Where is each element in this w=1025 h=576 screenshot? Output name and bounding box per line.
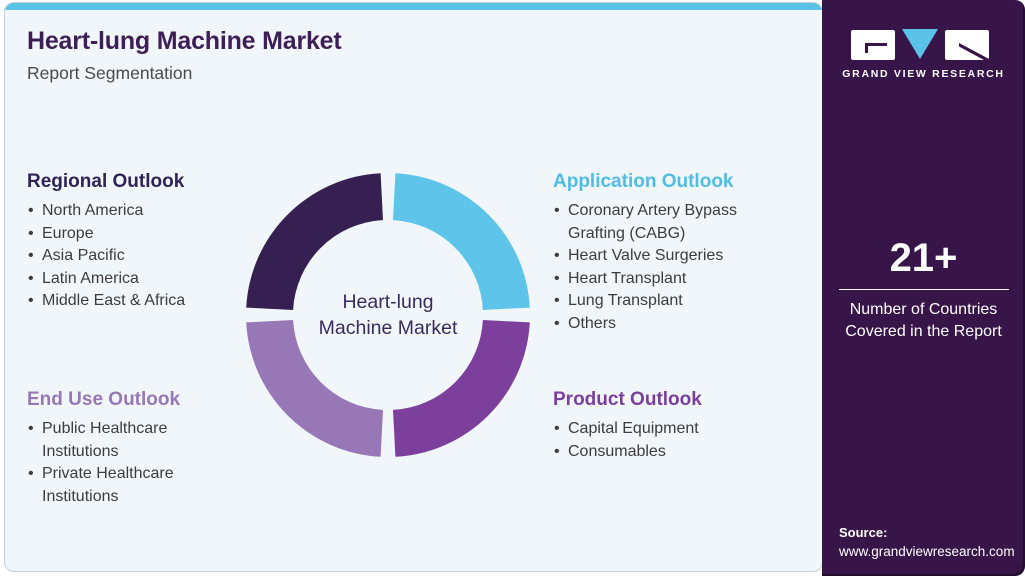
logo-r-block (944, 30, 989, 60)
product-outlook-list: Capital Equipment Consumables (553, 418, 798, 463)
stat-caption: Number of Countries Covered in the Repor… (845, 301, 1002, 340)
donut-segment-regional (246, 173, 383, 310)
brand-logo-block: GRAND VIEW RESEARCH (822, 27, 1025, 80)
source-label: Source: (839, 525, 888, 540)
sidebar: GRAND VIEW RESEARCH 21+ Number of Countr… (822, 0, 1025, 576)
stat-divider (838, 289, 1009, 290)
donut-center-label-line1: Heart-lung (342, 291, 434, 313)
countries-stat: 21+ Number of Countries Covered in the R… (822, 236, 1025, 343)
page-title: Heart-lung Machine Market (27, 27, 342, 55)
section-product-outlook: Product Outlook Capital Equipment Consum… (553, 389, 798, 463)
list-item: Public Healthcare Institutions (27, 418, 227, 463)
donut-segment-application (393, 173, 530, 310)
section-application-outlook: Application Outlook Coronary Artery Bypa… (553, 171, 798, 335)
logo-r-leg (958, 43, 991, 60)
list-item: Others (553, 313, 798, 336)
top-accent-bar (5, 3, 822, 10)
gvr-logo-icon (850, 29, 991, 60)
section-end-use-outlook: End Use Outlook Public Healthcare Instit… (27, 389, 227, 508)
source-url: www.grandviewresearch.com (839, 544, 1015, 559)
header: Heart-lung Machine Market Report Segment… (27, 27, 342, 84)
page-subtitle: Report Segmentation (27, 63, 193, 83)
report-card: Heart-lung Machine Market Report Segment… (4, 2, 823, 572)
list-item: Heart Transplant (553, 268, 798, 291)
donut-segment-product (393, 320, 530, 457)
list-item: Middle East & Africa (27, 290, 247, 313)
list-item: Capital Equipment (553, 418, 798, 441)
source-block: Source: www.grandviewresearch.com (839, 525, 1015, 559)
list-item: Lung Transplant (553, 290, 798, 313)
donut-chart (246, 173, 530, 457)
list-item: North America (27, 200, 247, 223)
end-use-outlook-list: Public Healthcare Institutions Private H… (27, 418, 227, 508)
list-item: Europe (27, 223, 247, 246)
regional-outlook-list: North America Europe Asia Pacific Latin … (27, 200, 247, 313)
stat-value: 21+ (889, 236, 958, 280)
list-item: Latin America (27, 268, 247, 291)
donut-center-label-line2: Machine Market (318, 317, 458, 339)
application-outlook-list: Coronary Artery Bypass Grafting (CABG) H… (553, 200, 798, 335)
section-regional-outlook: Regional Outlook North America Europe As… (27, 171, 247, 313)
list-item: Asia Pacific (27, 245, 247, 268)
regional-outlook-heading: Regional Outlook (27, 171, 185, 192)
logo-v-triangle (901, 29, 938, 59)
logo-g-notch (864, 43, 887, 53)
product-outlook-heading: Product Outlook (553, 389, 702, 410)
list-item: Heart Valve Surgeries (553, 245, 798, 268)
application-outlook-heading: Application Outlook (553, 171, 734, 192)
donut-segment-end-use (246, 320, 383, 457)
brand-name: GRAND VIEW RESEARCH (842, 68, 1005, 80)
list-item: Consumables (553, 441, 798, 464)
donut-center-label: Heart-lung Machine Market (243, 170, 533, 460)
list-item: Coronary Artery Bypass Grafting (CABG) (553, 200, 798, 245)
list-item: Private Healthcare Institutions (27, 463, 227, 508)
end-use-outlook-heading: End Use Outlook (27, 389, 181, 410)
